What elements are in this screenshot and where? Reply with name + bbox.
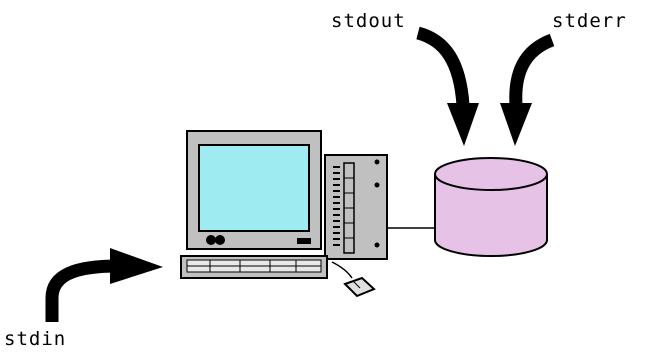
computer-icon [180,130,388,298]
stdout-label: stdout [331,10,406,32]
stdin-arrow [45,248,163,322]
database-icon [434,157,548,257]
stderr-arrow [500,33,555,146]
stderr-label: stderr [552,10,627,32]
mouse [331,261,376,298]
stdin-label: stdin [4,328,67,350]
keyboard [180,255,328,279]
monitor [186,130,322,250]
tower [324,154,388,260]
stdout-arrow [416,26,479,146]
